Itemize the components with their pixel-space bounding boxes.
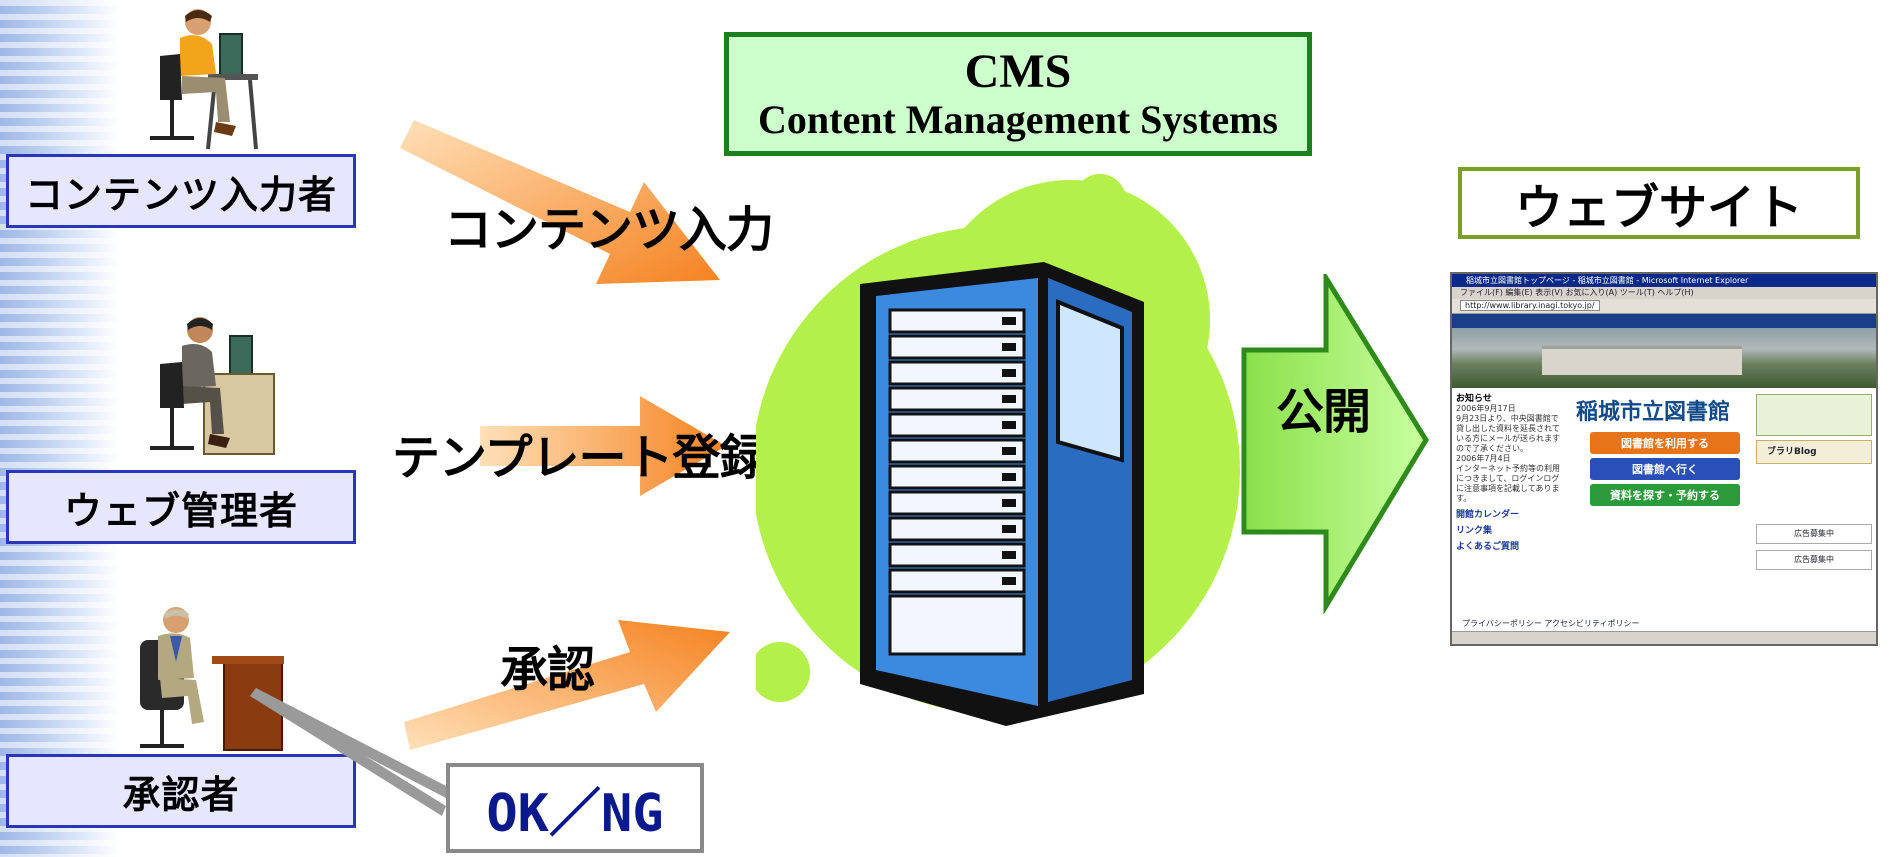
server-icon [756,174,1240,726]
faq-link: よくあるご質問 [1456,542,1520,552]
cms-title: CMS [964,45,1072,98]
website-label-box: ウェブサイト [1458,167,1860,239]
links-link: リンク集 [1456,526,1493,536]
role-label: ウェブ管理者 [63,488,298,533]
go-library-button: 図書館へ行く [1590,458,1740,480]
content-input-arrow [400,120,720,284]
browser-status-bar [1452,631,1876,644]
approver-callout-line [250,688,450,816]
browser-title-bar: 稲城市立図書館トップページ - 稲城市立図書館 - Microsoft Inte… [1452,274,1876,287]
site-name: 稲城市立図書館 [1576,399,1731,425]
site-hero-image [1452,328,1876,388]
news-line: 2006年7月4日 [1456,454,1511,463]
decision-label: OK／NG [486,783,664,844]
role-label: コンテンツ入力者 [24,172,337,217]
browser-address: http://www.library.inagi.tokyo.jp/ [1460,300,1600,311]
left-stripe-decoration [0,0,120,857]
browser-address-bar: http://www.library.inagi.tokyo.jp/ [1452,299,1876,314]
action-label-publish: 公開 [1276,384,1371,440]
site-news-column: お知らせ 2006年9月17日 9月23日より、中央図書館で貸し出した資料を延長… [1456,394,1566,552]
side-ad: 広告募集中 [1756,524,1872,544]
library-building-image [1542,346,1742,375]
site-body: お知らせ 2006年9月17日 9月23日より、中央図書館で貸し出した資料を延長… [1452,388,1876,606]
site-footer: プライバシーポリシー アクセシビリティポリシー [1462,619,1640,628]
site-side-column: ブラリBlog 広告募集中 広告募集中 [1756,394,1872,570]
search-reserve-button: 資料を探す・予約する [1590,484,1740,506]
side-blog: ブラリBlog [1756,440,1872,464]
template-register-arrow [480,396,726,496]
publish-arrow [1241,274,1429,614]
action-label-template-register: テンプレート登録 [392,430,768,486]
decision-box: OK／NG [446,763,704,853]
action-label-content-input: コンテンツ入力 [444,202,774,258]
person-icon-web-admin [150,317,275,455]
news-line: インターネット予約等の利用につきまして、ログインログに注意事項を記載してあります… [1456,464,1560,503]
person-icon-content-entry [150,9,258,150]
role-box-web-admin: ウェブ管理者 [6,470,356,544]
side-ad: 広告募集中 [1756,550,1872,570]
news-line: 9月23日より、中央図書館で貸し出した資料を延長されている方にメールが送られます… [1456,414,1560,453]
website-screenshot: 稲城市立図書館トップページ - 稲城市立図書館 - Microsoft Inte… [1450,272,1878,646]
site-nav-bar [1452,314,1876,328]
side-banner [1756,394,1872,436]
role-label: 承認者 [122,772,240,817]
role-box-approver: 承認者 [6,754,356,828]
cms-subtitle: Content Management Systems [758,97,1278,142]
cms-title-box: CMS Content Management Systems [724,32,1312,156]
person-icon-approver [140,607,284,751]
action-label-approve: 承認 [500,642,595,698]
news-heading: お知らせ [1456,394,1492,404]
calendar-link: 開館カレンダー [1456,510,1520,520]
use-library-button: 図書館を利用する [1590,432,1740,454]
news-line: 2006年9月17日 [1456,404,1516,413]
browser-menu-bar: ファイル(F) 編集(E) 表示(V) お気に入り(A) ツール(T) ヘルプ(… [1452,287,1876,299]
website-label: ウェブサイト [1514,180,1803,236]
approve-arrow [404,620,730,750]
role-box-content-entry: コンテンツ入力者 [6,154,356,228]
